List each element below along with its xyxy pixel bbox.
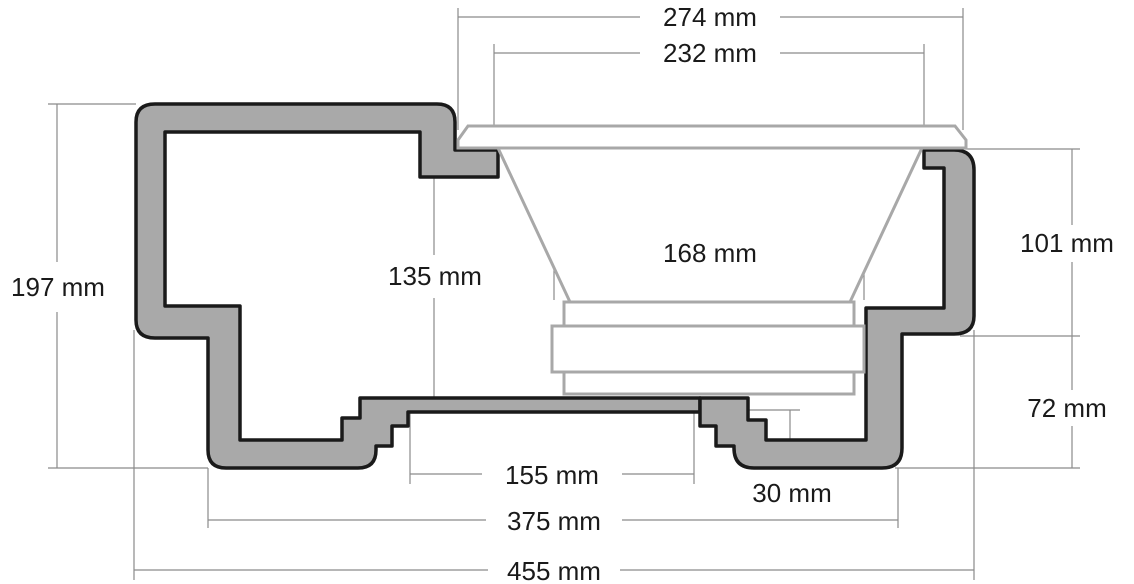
- label-197mm: 197 mm: [11, 272, 105, 302]
- label-375mm: 375 mm: [507, 506, 601, 536]
- dimension-lines: [48, 8, 1080, 580]
- label-101mm: 101 mm: [1020, 228, 1114, 258]
- enclosure-walls: [134, 102, 976, 470]
- label-30mm: 30 mm: [752, 478, 831, 508]
- speaker-cone: [495, 146, 925, 304]
- speaker-magnet: [550, 324, 866, 374]
- label-168mm: 168 mm: [663, 238, 757, 268]
- speaker-driver: [456, 124, 968, 396]
- speaker-frame-flange: [456, 124, 968, 150]
- label-232mm: 232 mm: [663, 38, 757, 68]
- speaker-magnet-bottom-plate: [562, 370, 856, 396]
- label-135mm: 135 mm: [388, 261, 482, 291]
- left-wall-section: [134, 102, 702, 470]
- label-274mm: 274 mm: [663, 2, 757, 32]
- label-455mm: 455 mm: [507, 556, 601, 584]
- right-wall-section: [698, 148, 976, 470]
- speaker-magnet-top-plate: [562, 300, 856, 328]
- label-155mm: 155 mm: [505, 460, 599, 490]
- label-72mm: 72 mm: [1027, 393, 1106, 423]
- dimension-labels: 274 mm 232 mm 168 mm 197 mm 135 mm 101 m…: [11, 2, 1114, 584]
